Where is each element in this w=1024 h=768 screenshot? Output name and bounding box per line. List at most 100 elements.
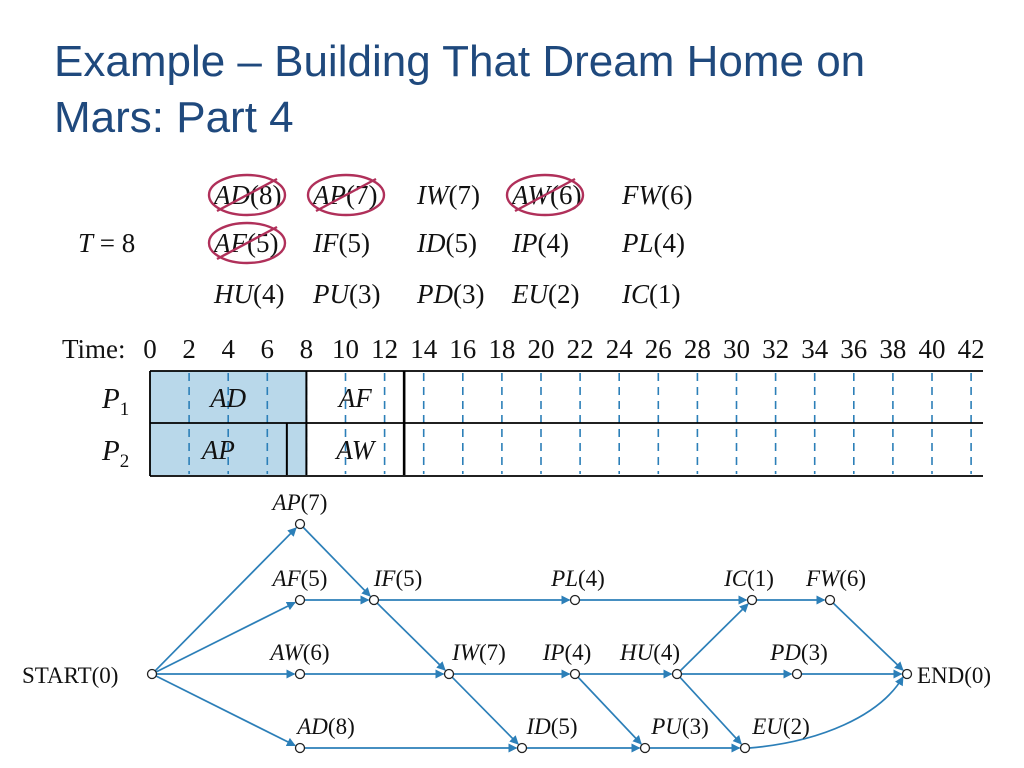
time-axis-label: Time:	[62, 334, 126, 364]
slide-title: Example – Building That Dream Home on Ma…	[54, 34, 994, 146]
slide-title-line2: Mars: Part 4	[54, 93, 294, 142]
node-fw	[824, 594, 836, 606]
node-aw-label: AW(6)	[268, 640, 329, 665]
priority-item-pu-3: PU(3)	[312, 279, 380, 309]
processor-p2-label: P2	[101, 435, 129, 472]
node-pd-label: PD(3)	[769, 640, 828, 665]
strike-line	[315, 177, 377, 213]
time-tick-label: 4	[221, 334, 235, 364]
task-aw-label: AW	[334, 435, 376, 465]
edge-fw-to-end	[832, 602, 904, 671]
time-tick-label: 34	[801, 334, 829, 364]
time-tick-label: 2	[182, 334, 196, 364]
node-ic	[746, 594, 758, 606]
task-ad-label: AD	[208, 383, 246, 413]
edge-start-to-ad	[155, 675, 296, 747]
time-tick-label: 36	[840, 334, 867, 364]
node-start-label: START(0)	[22, 663, 118, 688]
slide-title-line1: Example – Building That Dream Home on	[54, 37, 866, 86]
node-id-label: ID(5)	[525, 714, 577, 739]
node-ap-label: AP(7)	[271, 490, 328, 515]
priority-item-pl-4: PL(4)	[621, 228, 685, 258]
priority-item-ic-1: IC(1)	[621, 279, 680, 309]
priority-item-if-5: IF(5)	[312, 228, 370, 258]
priority-item-hu-4: HU(4)	[213, 279, 284, 309]
completed-task-block	[150, 423, 287, 475]
node-af-label: AF(5)	[271, 566, 328, 591]
edge-hu-to-eu	[679, 676, 742, 745]
edge-iw-to-id	[451, 676, 519, 745]
node-ip	[569, 668, 581, 680]
node-ad-label: AD(8)	[295, 714, 355, 739]
time-tick-label: 30	[723, 334, 750, 364]
node-if-label: IF(5)	[373, 566, 423, 591]
strike-line	[216, 225, 278, 261]
node-iw	[443, 668, 455, 680]
node-fw-label: FW(6)	[805, 566, 866, 591]
node-pu-label: PU(3)	[650, 714, 709, 739]
time-tick-label: 42	[958, 334, 985, 364]
priority-list: T = 8AD(8)AP(7)IW(7)AW(6)FW(6)AF(5)IF(5)…	[78, 173, 692, 309]
completed-task-block	[286, 423, 307, 475]
task-ap-label: AP	[200, 435, 235, 465]
time-tick-label: 18	[488, 334, 515, 364]
node-ad	[294, 742, 306, 754]
node-eu-label: EU(2)	[751, 714, 810, 739]
time-tick-label: 6	[261, 334, 275, 364]
node-hu	[671, 668, 683, 680]
strike-circle	[505, 173, 585, 217]
time-tick-label: 40	[919, 334, 946, 364]
edge-start-to-ap	[154, 527, 297, 672]
node-if	[368, 594, 380, 606]
strike-circle	[207, 173, 287, 217]
task-af-label: AF	[337, 383, 372, 413]
time-tick-label: 20	[528, 334, 555, 364]
edge-ip-to-pu	[577, 676, 642, 745]
node-iw-label: IW(7)	[451, 640, 506, 665]
priority-item-eu-2: EU(2)	[511, 279, 579, 309]
digraph-edges	[154, 526, 904, 753]
time-tick-label: 24	[606, 334, 634, 364]
edge-ap-to-if	[302, 526, 371, 597]
strike-circle	[207, 221, 287, 265]
edge-eu-to-end	[749, 676, 904, 749]
priority-item-iw-7: IW(7)	[416, 180, 480, 210]
edge-if-to-iw	[376, 602, 446, 671]
node-pd	[791, 668, 803, 680]
priority-item-id-5: ID(5)	[416, 228, 477, 258]
time-tick-label: 26	[645, 334, 672, 364]
time-tick-label: 8	[300, 334, 314, 364]
node-id	[516, 742, 528, 754]
time-tick-label: 38	[879, 334, 906, 364]
digraph-nodes: START(0) AP(7) AF(5) IF(5) PL(4) IC(1) FW(6) AW…	[22, 490, 991, 754]
priority-item-ip-4: IP(4)	[511, 228, 569, 258]
strike-line	[514, 177, 576, 213]
time-tick-label: 28	[684, 334, 711, 364]
priority-item-pd-3: PD(3)	[416, 279, 484, 309]
time-tick-label: 10	[332, 334, 359, 364]
node-ip-label: IP(4)	[542, 640, 592, 665]
edge-start-to-af	[155, 601, 296, 673]
node-af	[294, 594, 306, 606]
current-time-label: T = 8	[78, 228, 135, 258]
time-tick-label: 12	[371, 334, 398, 364]
node-eu	[739, 742, 751, 754]
time-tick-label: 14	[410, 334, 438, 364]
node-pl-label: PL(4)	[550, 566, 605, 591]
time-tick-label: 16	[449, 334, 476, 364]
node-end-label: END(0)	[917, 663, 991, 688]
node-aw	[294, 668, 306, 680]
time-tick-label: 22	[567, 334, 594, 364]
strike-circle	[306, 173, 386, 217]
node-pu	[639, 742, 651, 754]
node-start	[146, 668, 158, 680]
priority-item-fw-6: FW(6)	[621, 180, 692, 210]
node-pl	[569, 594, 581, 606]
node-ap	[294, 518, 306, 530]
time-tick-label: 32	[762, 334, 789, 364]
time-tick-label: 0	[143, 334, 157, 364]
strike-line	[216, 177, 278, 213]
node-ic-label: IC(1)	[723, 566, 774, 591]
